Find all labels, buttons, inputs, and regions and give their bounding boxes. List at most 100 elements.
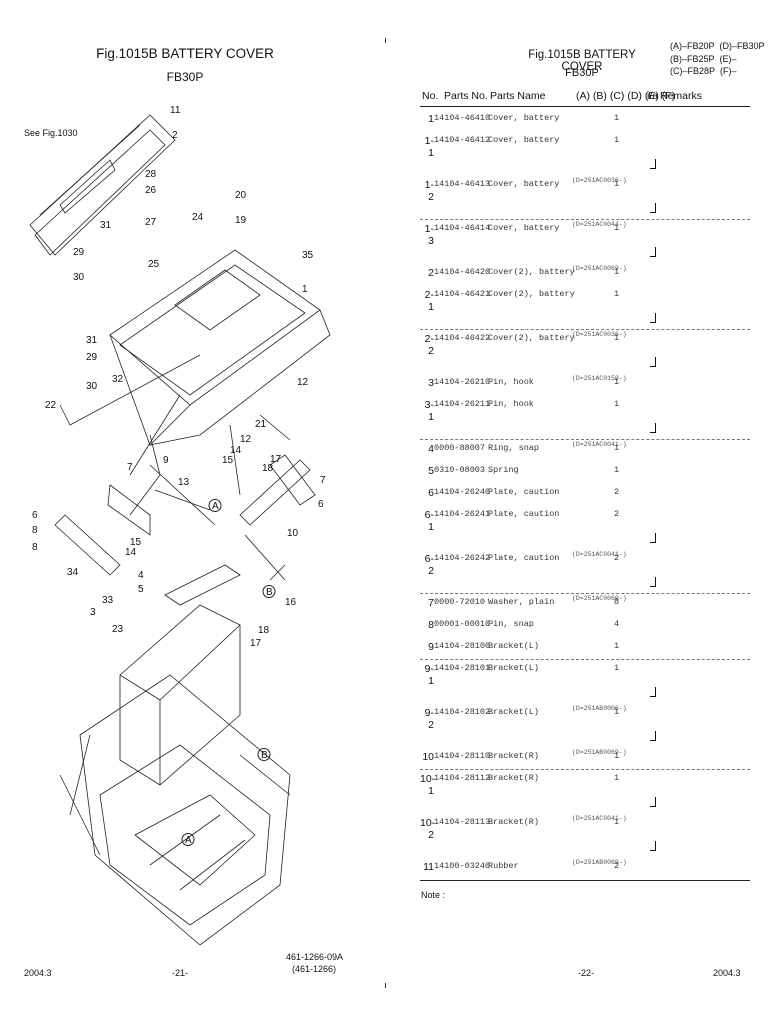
left-page-title: Fig.1015B BATTERY COVER: [96, 46, 274, 61]
serial-note: (D=251AC0036-): [572, 177, 627, 184]
part-number: 14104-26242: [434, 553, 491, 563]
part-name: Ring, snap: [488, 443, 540, 453]
quantity: 1: [614, 641, 620, 651]
item-number: 3: [428, 377, 434, 389]
part-name: Cover(2), battery: [488, 333, 575, 343]
part-number: 14100-03240: [434, 861, 491, 871]
interchangeability-mark: [650, 247, 656, 257]
callout-number: 29: [86, 352, 98, 363]
callout-number: 14: [230, 445, 242, 456]
row-separator: [420, 439, 750, 440]
left-footer-doc-number-alt: (461-1266): [292, 964, 337, 974]
note-label: Note :: [421, 890, 446, 900]
part-number: 14104-28113: [434, 817, 491, 827]
item-number: 9-2: [424, 707, 434, 731]
legend-e: (E)–: [719, 53, 737, 64]
interchangeability-mark: [650, 313, 656, 323]
serial-note: (D=251AC0069-): [572, 265, 627, 272]
callout-number: 1: [302, 284, 308, 295]
callout-number: 21: [255, 419, 267, 430]
callout-number: 15: [130, 537, 142, 548]
binding-tick-bottom: [385, 983, 386, 988]
callout-number: 16: [285, 597, 297, 608]
item-number: 10: [422, 751, 434, 763]
callout-number: 9: [163, 455, 169, 466]
connector-circle: [262, 585, 276, 598]
header-ia: i/a: [647, 90, 659, 102]
left-footer-doc-number: 461-1266-09A: [286, 952, 344, 962]
item-number: 1-3: [424, 223, 434, 247]
callout-number: 22: [45, 400, 57, 411]
callout-number: 29: [73, 247, 85, 258]
quantity: 4: [614, 619, 620, 629]
quantity: 8: [614, 597, 620, 607]
callout-number: 31: [100, 220, 112, 231]
part-name: Pin, hook: [488, 399, 534, 409]
item-number: 10-2: [420, 817, 436, 841]
serial-note: (D=251AC0041-): [572, 551, 627, 558]
serial-note: (D=251AC0158-): [572, 375, 627, 382]
callout-number: 18: [258, 625, 270, 636]
part-name: Bracket(L): [488, 663, 540, 673]
part-number: 14104-28101: [434, 663, 491, 673]
legend-f: (F)–: [720, 66, 737, 76]
callout-number: 31: [86, 335, 98, 346]
serial-note: (D=251AC0044-): [572, 221, 627, 228]
callout-number: 7: [127, 462, 133, 473]
interchangeability-mark: [650, 533, 656, 543]
callout-number: 14: [125, 547, 137, 558]
part-number: 14104-46410: [434, 113, 491, 123]
item-number: 6-1: [424, 509, 434, 533]
part-number: 00001-00010: [434, 619, 491, 629]
part-number: 14104-26240: [434, 487, 491, 497]
part-name: Cover(2), battery: [488, 267, 575, 277]
part-name: Spring: [488, 465, 519, 475]
callout-number: 8: [32, 525, 38, 536]
callout-number: 34: [67, 567, 79, 578]
interchangeability-mark: [650, 159, 656, 169]
part-name: Cover, battery: [488, 135, 560, 145]
connector-circle: [181, 833, 195, 846]
serial-note: (D=251AC0041-): [572, 441, 627, 448]
part-number: 14104-28102: [434, 707, 491, 717]
right-page-subtitle: FB30P: [565, 67, 599, 79]
callout-number: B: [261, 750, 268, 761]
callout-number: 8: [32, 542, 38, 553]
table-bottom-rule: [420, 880, 750, 881]
callout-number: 6: [32, 510, 38, 521]
right-footer-page: -22-: [578, 968, 595, 978]
interchangeability-mark: [650, 357, 656, 367]
part-name: Cover(2), battery: [488, 289, 575, 299]
part-number: 0310-08003: [434, 465, 486, 475]
interchangeability-mark: [650, 423, 656, 433]
item-number: 2-2: [424, 333, 434, 357]
connector-circle: [208, 499, 222, 512]
callout-number: B: [266, 587, 273, 598]
binding-tick-top: [385, 38, 386, 43]
header-model-columns: (A) (B) (C) (D) (E) (F): [576, 90, 676, 102]
row-separator: [420, 769, 750, 770]
callout-number: 10: [287, 528, 299, 539]
item-number: 6: [428, 487, 434, 499]
part-number: 0000-88007: [434, 443, 486, 453]
item-number: 8: [428, 619, 434, 631]
serial-note: (D=251AC0041-): [572, 815, 627, 822]
part-name: Cover, battery: [488, 179, 560, 189]
interchangeability-mark: [650, 577, 656, 587]
item-number: 9-1: [424, 663, 434, 687]
legend-c: (C)–FB28P: [670, 66, 716, 76]
item-number: 6-2: [424, 553, 434, 577]
part-number: 14104-26210: [434, 377, 491, 387]
callout-number: 23: [112, 624, 124, 635]
